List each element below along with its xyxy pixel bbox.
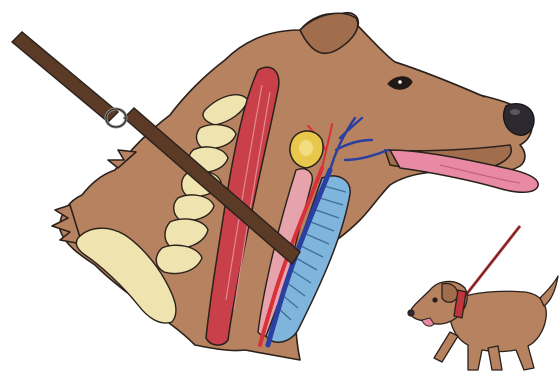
small-dog-leg xyxy=(434,332,458,362)
nose-highlight xyxy=(510,109,520,115)
small-dog-on-leash xyxy=(408,226,558,370)
leash-strap xyxy=(12,32,118,122)
small-dog-eye xyxy=(433,298,437,302)
thyroid-highlight xyxy=(299,140,313,156)
small-dog-tail xyxy=(540,276,558,306)
small-dog-nose xyxy=(408,310,414,316)
